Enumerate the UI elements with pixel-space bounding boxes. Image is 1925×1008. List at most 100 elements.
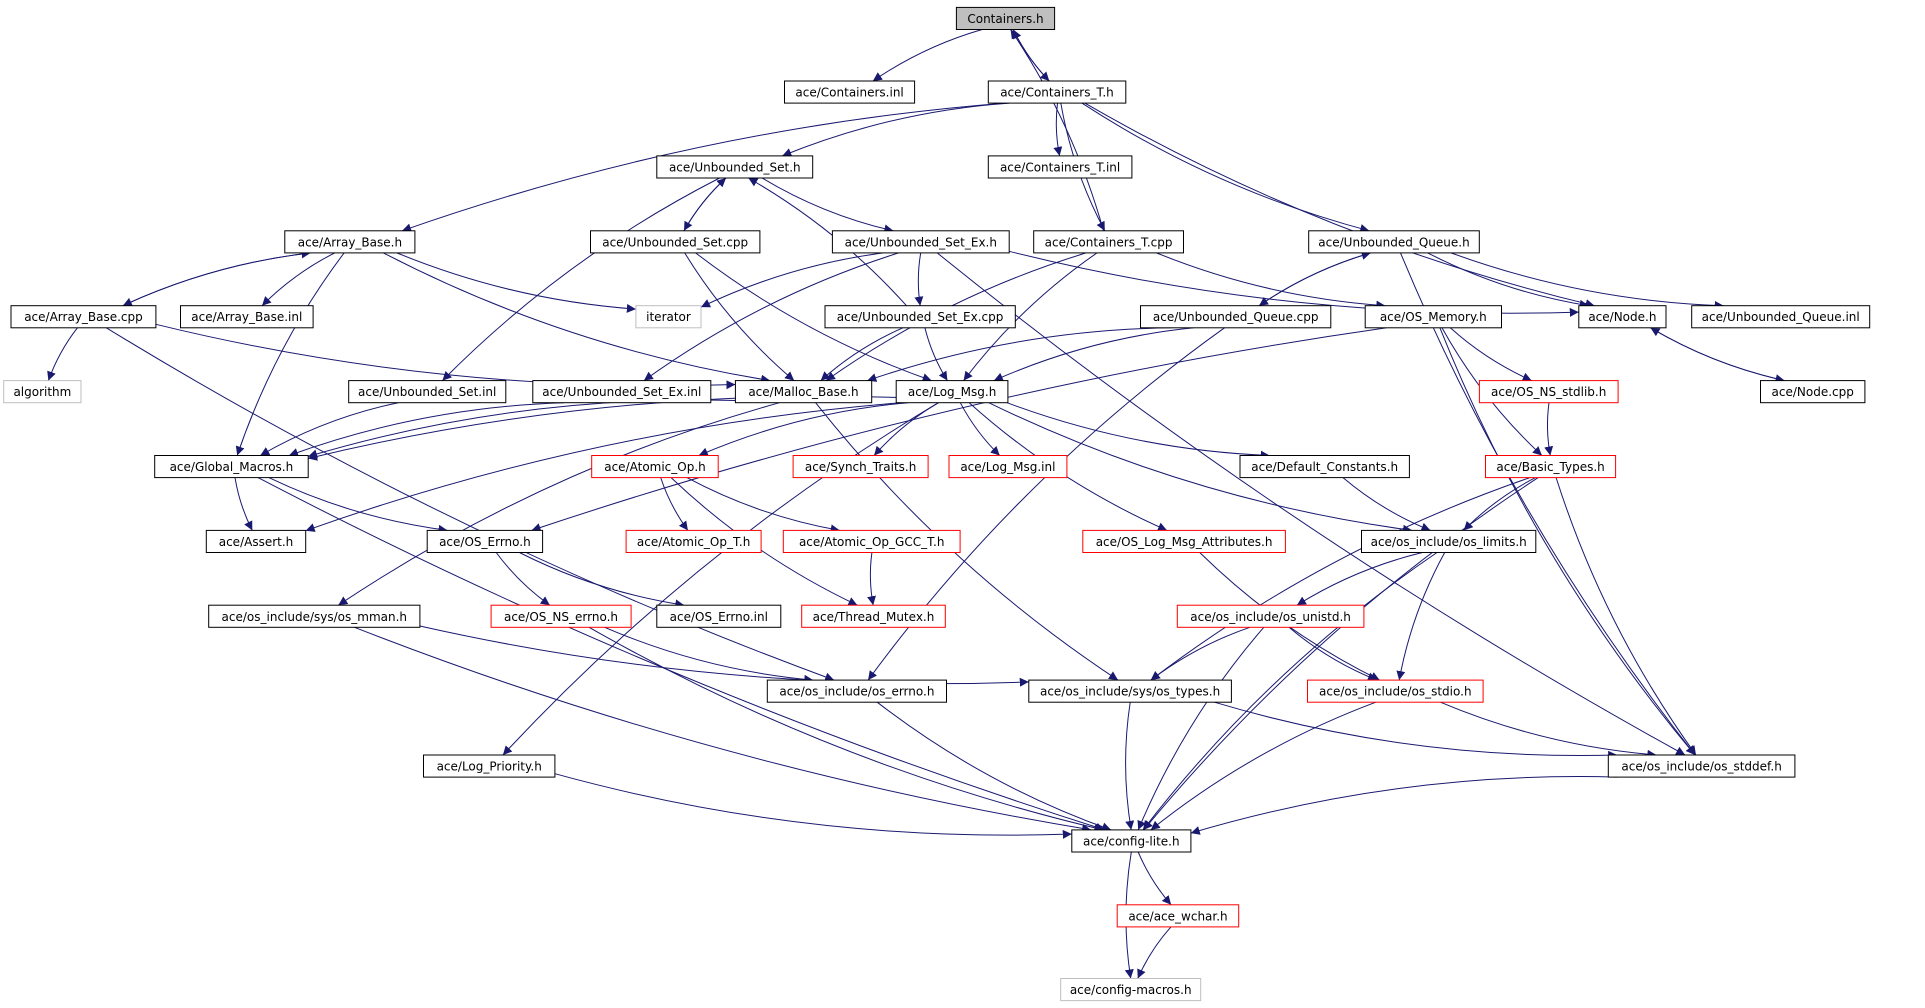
node-unbounded-queue-h[interactable]: ace/Unbounded_Queue.h: [1308, 230, 1480, 254]
node-box: [532, 380, 712, 404]
node-thread-mutex-h[interactable]: ace/Thread_Mutex.h: [801, 604, 946, 628]
edge-arrow: [782, 102, 1010, 157]
edge-arrow: [305, 402, 901, 532]
edge-arrow: [683, 177, 727, 232]
node-label: ace/OS_NS_stdlib.h: [1491, 385, 1606, 399]
node-os-unistd-h[interactable]: ace/os_include/os_unistd.h: [1176, 604, 1365, 628]
node-global-macros-h[interactable]: ace/Global_Macros.h: [154, 455, 309, 479]
node-unbounded-set-inl[interactable]: ace/Unbounded_Set.inl: [348, 380, 507, 404]
edge-atomic_op_h-to-atomic_op_gcc_t_h: [686, 477, 840, 534]
node-iterator[interactable]: iterator: [635, 305, 702, 329]
edge-arrow: [419, 625, 1029, 687]
node-label: ace/config-lite.h: [1083, 835, 1180, 849]
edge-arrow: [1650, 327, 1785, 382]
node-label: ace/Unbounded_Queue.inl: [1702, 310, 1860, 324]
node-array-base-h[interactable]: ace/Array_Base.h: [284, 230, 416, 254]
edge-os_limits_h-to-config_lite_h: [1142, 552, 1438, 831]
edge-arrow: [1258, 251, 1371, 307]
edge-os_types_h-to-os_stddef_h: [1214, 701, 1618, 760]
node-basic-types-h[interactable]: ace/Basic_Types.h: [1485, 455, 1617, 479]
node-box: [1308, 230, 1480, 254]
node-atomic-op-gcc-t-h[interactable]: ace/Atomic_Op_GCC_T.h: [782, 529, 961, 554]
node-assert-h[interactable]: ace/Assert.h: [205, 529, 307, 554]
node-os-include-errno-h[interactable]: ace/os_include/os_errno.h: [766, 679, 947, 703]
node-label: ace/OS_Memory.h: [1380, 310, 1487, 324]
node-unbounded-set-cpp[interactable]: ace/Unbounded_Set.cpp: [590, 230, 761, 254]
edge-unbounded_queue_cpp-to-log_msg_h: [993, 327, 1194, 382]
node-box: [490, 604, 632, 628]
node-malloc-base-h[interactable]: ace/Malloc_Base.h: [734, 380, 873, 404]
node-os-errno-inl[interactable]: ace/OS_Errno.inl: [656, 604, 782, 628]
edge-arrow: [1439, 327, 1696, 756]
edge-os_limits_h-to-os_stdio_h: [1396, 552, 1446, 681]
node-atomic-op-h[interactable]: ace/Atomic_Op.h: [591, 455, 719, 479]
node-unbounded-queue-cpp[interactable]: ace/Unbounded_Queue.cpp: [1140, 305, 1332, 329]
node-config-macros-h[interactable]: ace/config-macros.h: [1060, 978, 1202, 1002]
node-algorithm[interactable]: algorithm: [3, 380, 82, 404]
node-containers-t-h[interactable]: ace/Containers_T.h: [987, 80, 1127, 104]
edge-array_base_h-to-iterator: [396, 252, 636, 313]
node-containers-t-inl[interactable]: ace/Containers_T.inl: [987, 155, 1133, 179]
edge-unbounded_queue_h-to-unbounded_queue_inl: [1450, 252, 1724, 310]
node-label: ace/Unbounded_Queue.cpp: [1153, 310, 1319, 324]
node-ace-wchar-h[interactable]: ace/ace_wchar.h: [1116, 904, 1240, 928]
edge-arrow: [1012, 29, 1050, 82]
edge-arrow: [396, 252, 636, 313]
edge-os_stdio_h-to-os_stddef_h: [1440, 701, 1657, 759]
node-default-constants-h[interactable]: ace/Default_Constants.h: [1239, 455, 1410, 479]
node-label: iterator: [646, 310, 691, 324]
node-unbounded-queue-inl[interactable]: ace/Unbounded_Queue.inl: [1691, 305, 1871, 329]
node-node-cpp[interactable]: ace/Node.cpp: [1760, 380, 1866, 404]
edge-os_mman_h-to-config_lite_h: [354, 626, 1092, 833]
node-os-errno-h[interactable]: ace/OS_Errno.h: [426, 529, 544, 554]
edge-os_ns_errno_h-to-config_lite_h: [588, 626, 1104, 833]
node-config-lite-h[interactable]: ace/config-lite.h: [1071, 829, 1192, 853]
node-array-base-inl[interactable]: ace/Array_Base.inl: [180, 305, 314, 329]
edge-arrow: [873, 402, 939, 456]
node-log-msg-inl[interactable]: ace/Log_Msg.inl: [948, 455, 1068, 479]
node-log-msg-h[interactable]: ace/Log_Msg.h: [895, 380, 1009, 404]
node-box: [948, 455, 1068, 479]
node-unbounded-set-ex-inl[interactable]: ace/Unbounded_Set_Ex.inl: [532, 380, 712, 404]
node-box: [154, 455, 309, 479]
node-node-h[interactable]: ace/Node.h: [1578, 305, 1667, 329]
node-os-stdio-h[interactable]: ace/os_include/os_stdio.h: [1307, 679, 1484, 703]
edge-unbounded_set_ex_h-to-os_stddef_h: [936, 252, 1686, 756]
node-log-priority-h[interactable]: ace/Log_Priority.h: [423, 754, 556, 778]
node-atomic-op-t-h[interactable]: ace/Atomic_Op_T.h: [625, 529, 762, 554]
node-os-ns-stdlib-h[interactable]: ace/OS_NS_stdlib.h: [1478, 380, 1619, 404]
node-os-ns-errno-h[interactable]: ace/OS_NS_errno.h: [490, 604, 632, 628]
edge-config_lite_h-to-ace_wchar_h: [1137, 851, 1172, 906]
node-containers-h[interactable]: Containers.h: [955, 6, 1056, 31]
edge-arrow: [698, 402, 909, 457]
node-box: [1760, 380, 1866, 404]
edge-arrow: [1450, 252, 1724, 310]
node-os-memory-h[interactable]: ace/OS_Memory.h: [1364, 305, 1502, 329]
node-unbounded-set-h[interactable]: ace/Unbounded_Set.h: [656, 155, 814, 179]
node-os-types-h[interactable]: ace/os_include/sys/os_types.h: [1028, 679, 1232, 703]
node-unbounded-set-ex-cpp[interactable]: ace/Unbounded_Set_Ex.cpp: [824, 305, 1016, 329]
node-containers-inl[interactable]: ace/Containers.inl: [784, 80, 916, 104]
node-os-stddef-h[interactable]: ace/os_include/os_stddef.h: [1607, 754, 1796, 778]
edge-arrow: [235, 252, 345, 456]
node-box: [784, 80, 916, 104]
edge-containers_t_h-to-unbounded_set_h: [782, 102, 1010, 157]
edge-arrow: [914, 252, 924, 306]
edge-unbounded_set_ex_inl-to-global_macros_h: [288, 402, 565, 457]
node-array-base-cpp[interactable]: ace/Array_Base.cpp: [10, 305, 157, 329]
node-box: [831, 230, 1010, 254]
node-os-limits-h[interactable]: ace/os_include/os_limits.h: [1361, 529, 1537, 554]
node-os-mman-h[interactable]: ace/os_include/sys/os_mman.h: [208, 604, 421, 628]
node-box: [625, 529, 762, 554]
node-os-log-msg-attributes-h[interactable]: ace/OS_Log_Msg_Attributes.h: [1082, 529, 1286, 554]
node-containers-t-cpp[interactable]: ace/Containers_T.cpp: [1033, 230, 1184, 254]
edge-arrow: [260, 402, 399, 456]
edge-arrow: [867, 327, 1172, 382]
node-label: ace/Containers_T.inl: [1000, 161, 1120, 175]
node-label: ace/Malloc_Base.h: [748, 385, 858, 399]
node-box: [895, 380, 1009, 404]
node-synch-traits-h[interactable]: ace/Synch_Traits.h: [792, 455, 929, 479]
edge-arrow: [1156, 252, 1386, 310]
node-unbounded-set-ex-h[interactable]: ace/Unbounded_Set_Ex.h: [831, 230, 1010, 254]
